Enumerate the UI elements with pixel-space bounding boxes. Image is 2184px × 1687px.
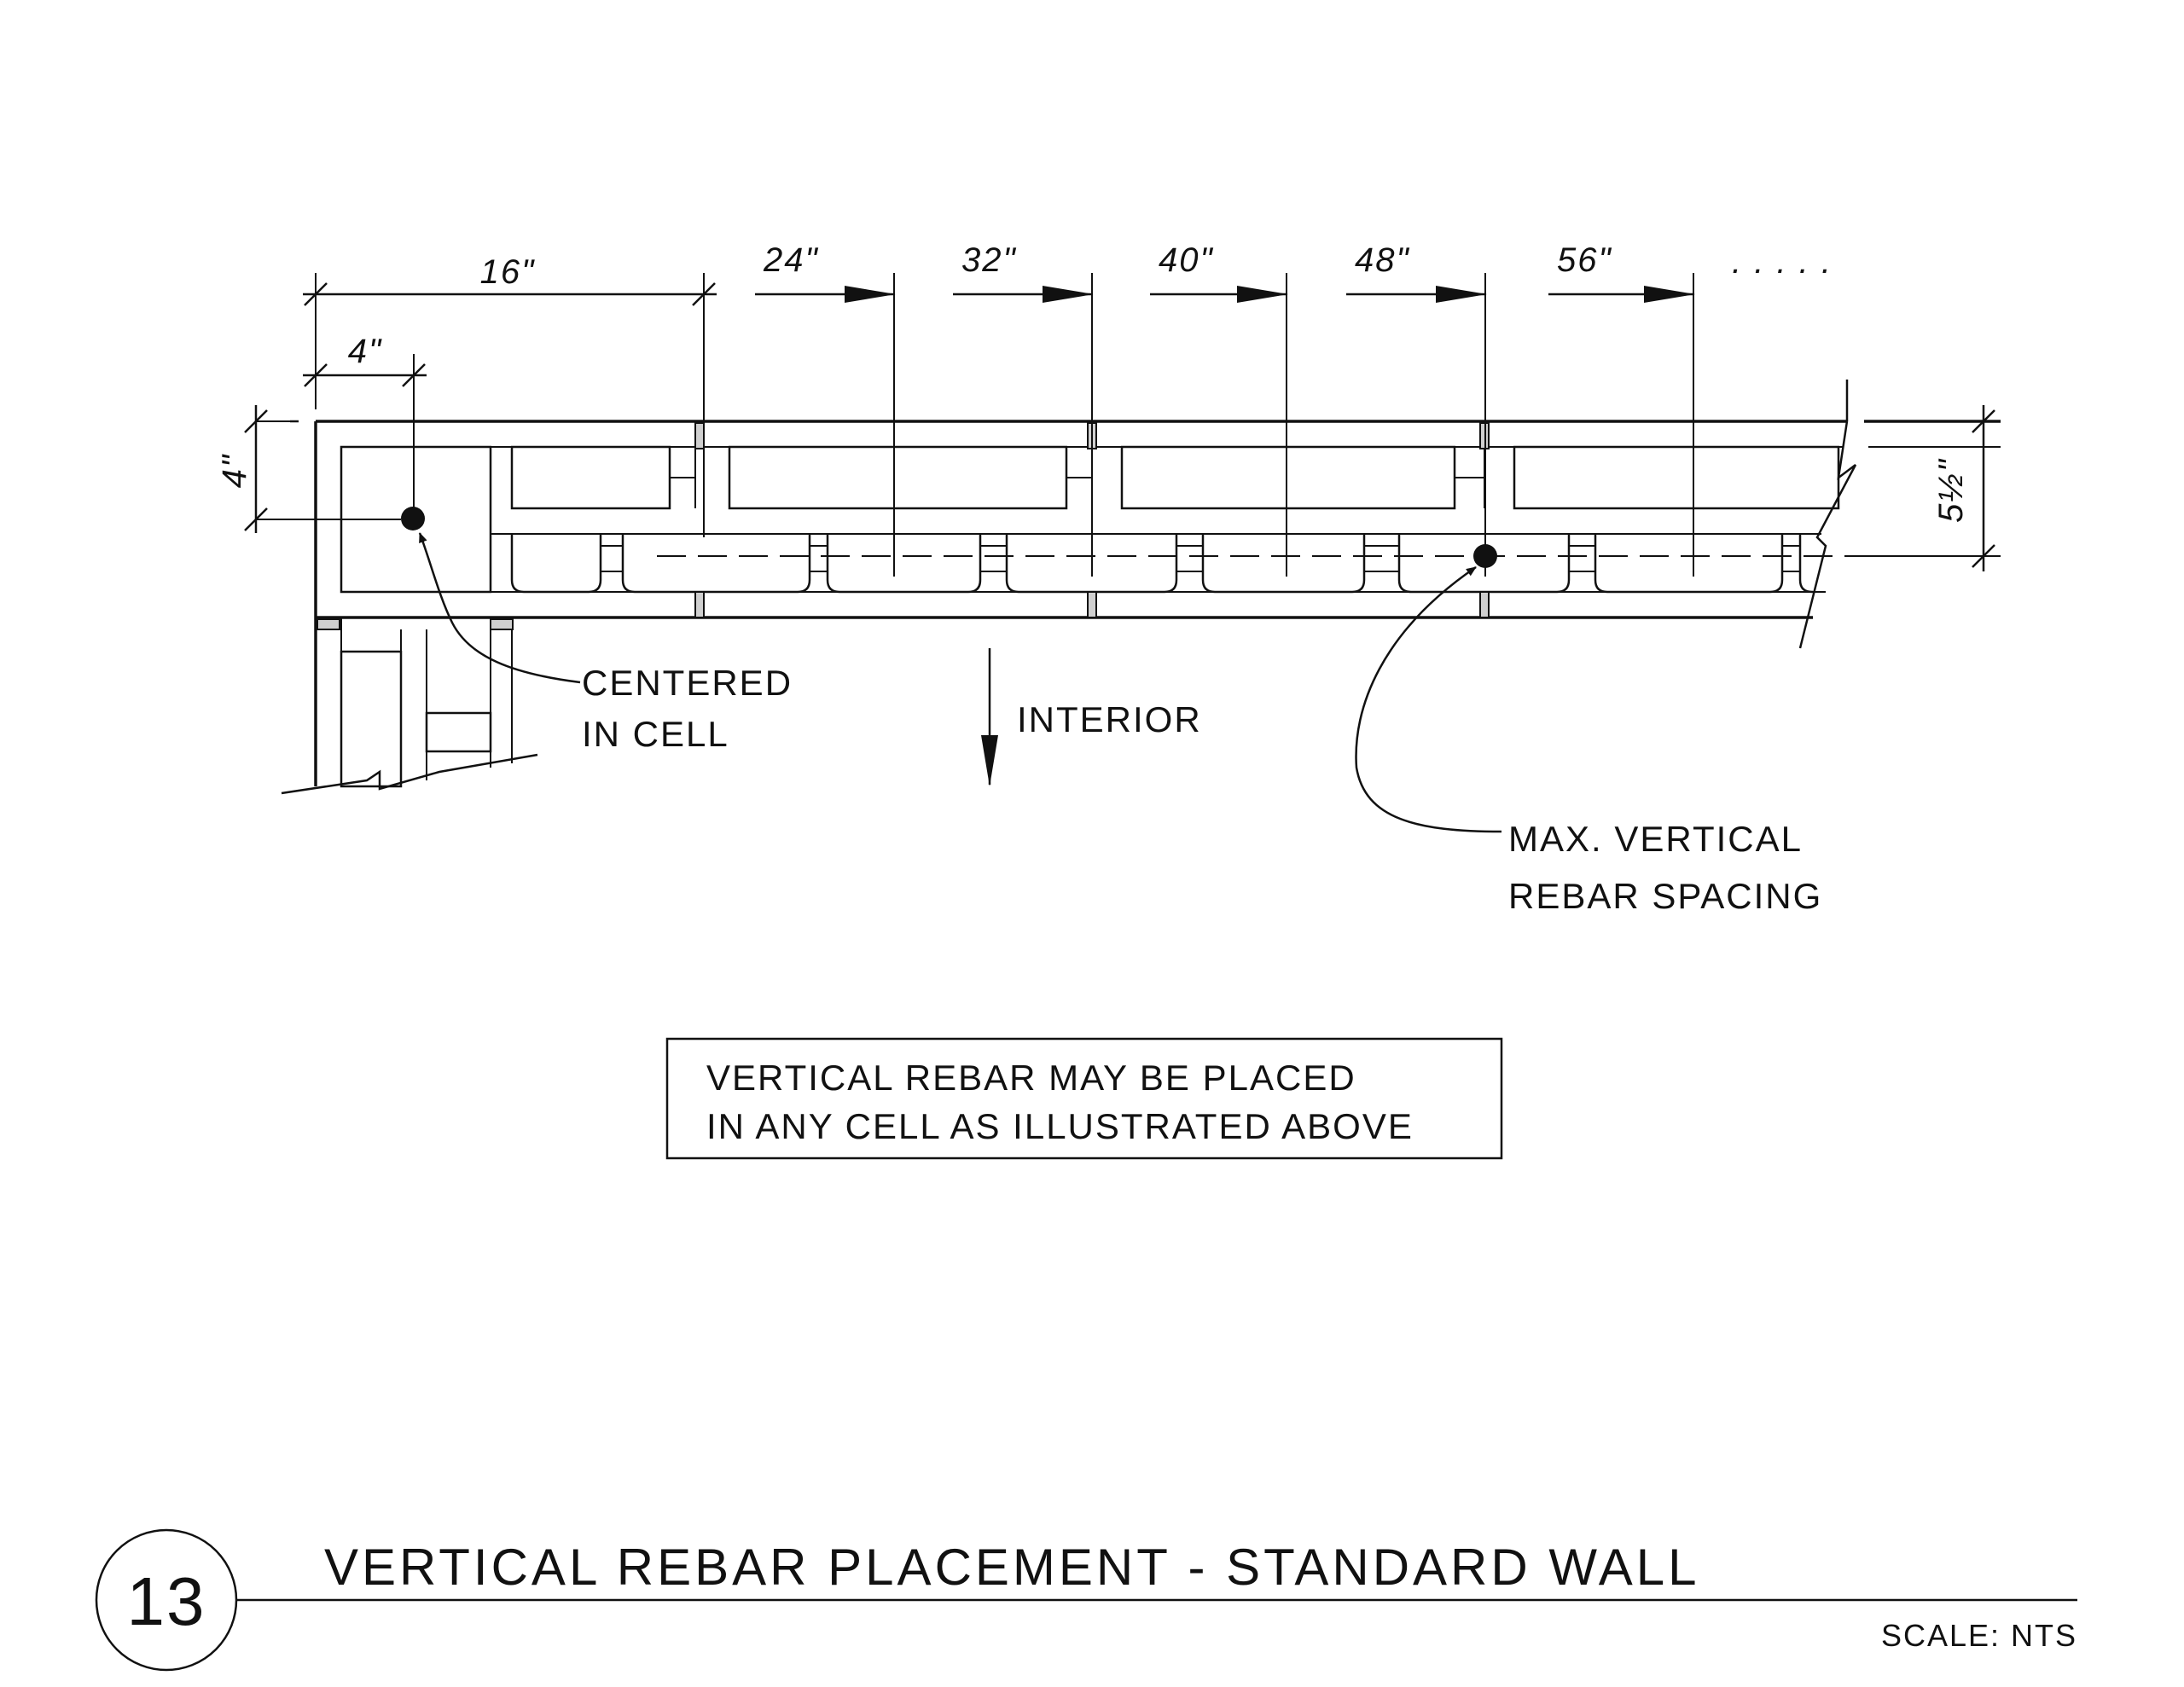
label-centered-line2: IN CELL [582,714,729,754]
rebar-max-spacing [1473,544,1497,568]
dim-16: 16" [480,253,536,291]
scale-label: SCALE: NTS [1881,1618,2077,1653]
rebar-centered [401,507,425,530]
label-centered-line1: CENTERED [582,663,793,703]
leader-centered [418,532,581,684]
title-block: 13 VERTICAL REBAR PLACEMENT - STANDARD W… [95,1528,2077,1672]
dimensions: 16" 4" 24" 32" 40" 48" 56" . . . . . 4" 5½" [216,241,2001,577]
spacing-label: 32" [961,241,1017,279]
dim-4-vertical: 4" [216,454,253,488]
return-wall [281,629,538,795]
note-box: VERTICAL REBAR MAY BE PLACED IN ANY CELL… [665,1037,1503,1160]
cells-row [491,533,1821,594]
spacing-label: 48" [1355,241,1410,279]
label-interior: INTERIOR [1017,699,1202,739]
detail-title: VERTICAL REBAR PLACEMENT - STANDARD WALL [324,1539,1700,1596]
continuation-dots: . . . . . [1732,243,1833,281]
spacing-label: 24" [763,241,819,279]
spacing-label: 40" [1159,241,1214,279]
dim-4-horizontal: 4" [348,333,382,370]
dim-thickness: 5½" [1932,458,1970,523]
note-line1: VERTICAL REBAR MAY BE PLACED [706,1058,1356,1098]
label-max-line1: MAX. VERTICAL [1508,819,1803,859]
label-max-line2: REBAR SPACING [1508,876,1822,916]
leader-max-spacing [1355,565,1502,833]
spacing-dimensions: 24" 32" 40" 48" 56" [755,241,1695,577]
detail-number: 13 [127,1563,206,1639]
spacing-label: 56" [1557,241,1612,279]
note-line2: IN ANY CELL AS ILLUSTRATED ABOVE [706,1106,1414,1146]
